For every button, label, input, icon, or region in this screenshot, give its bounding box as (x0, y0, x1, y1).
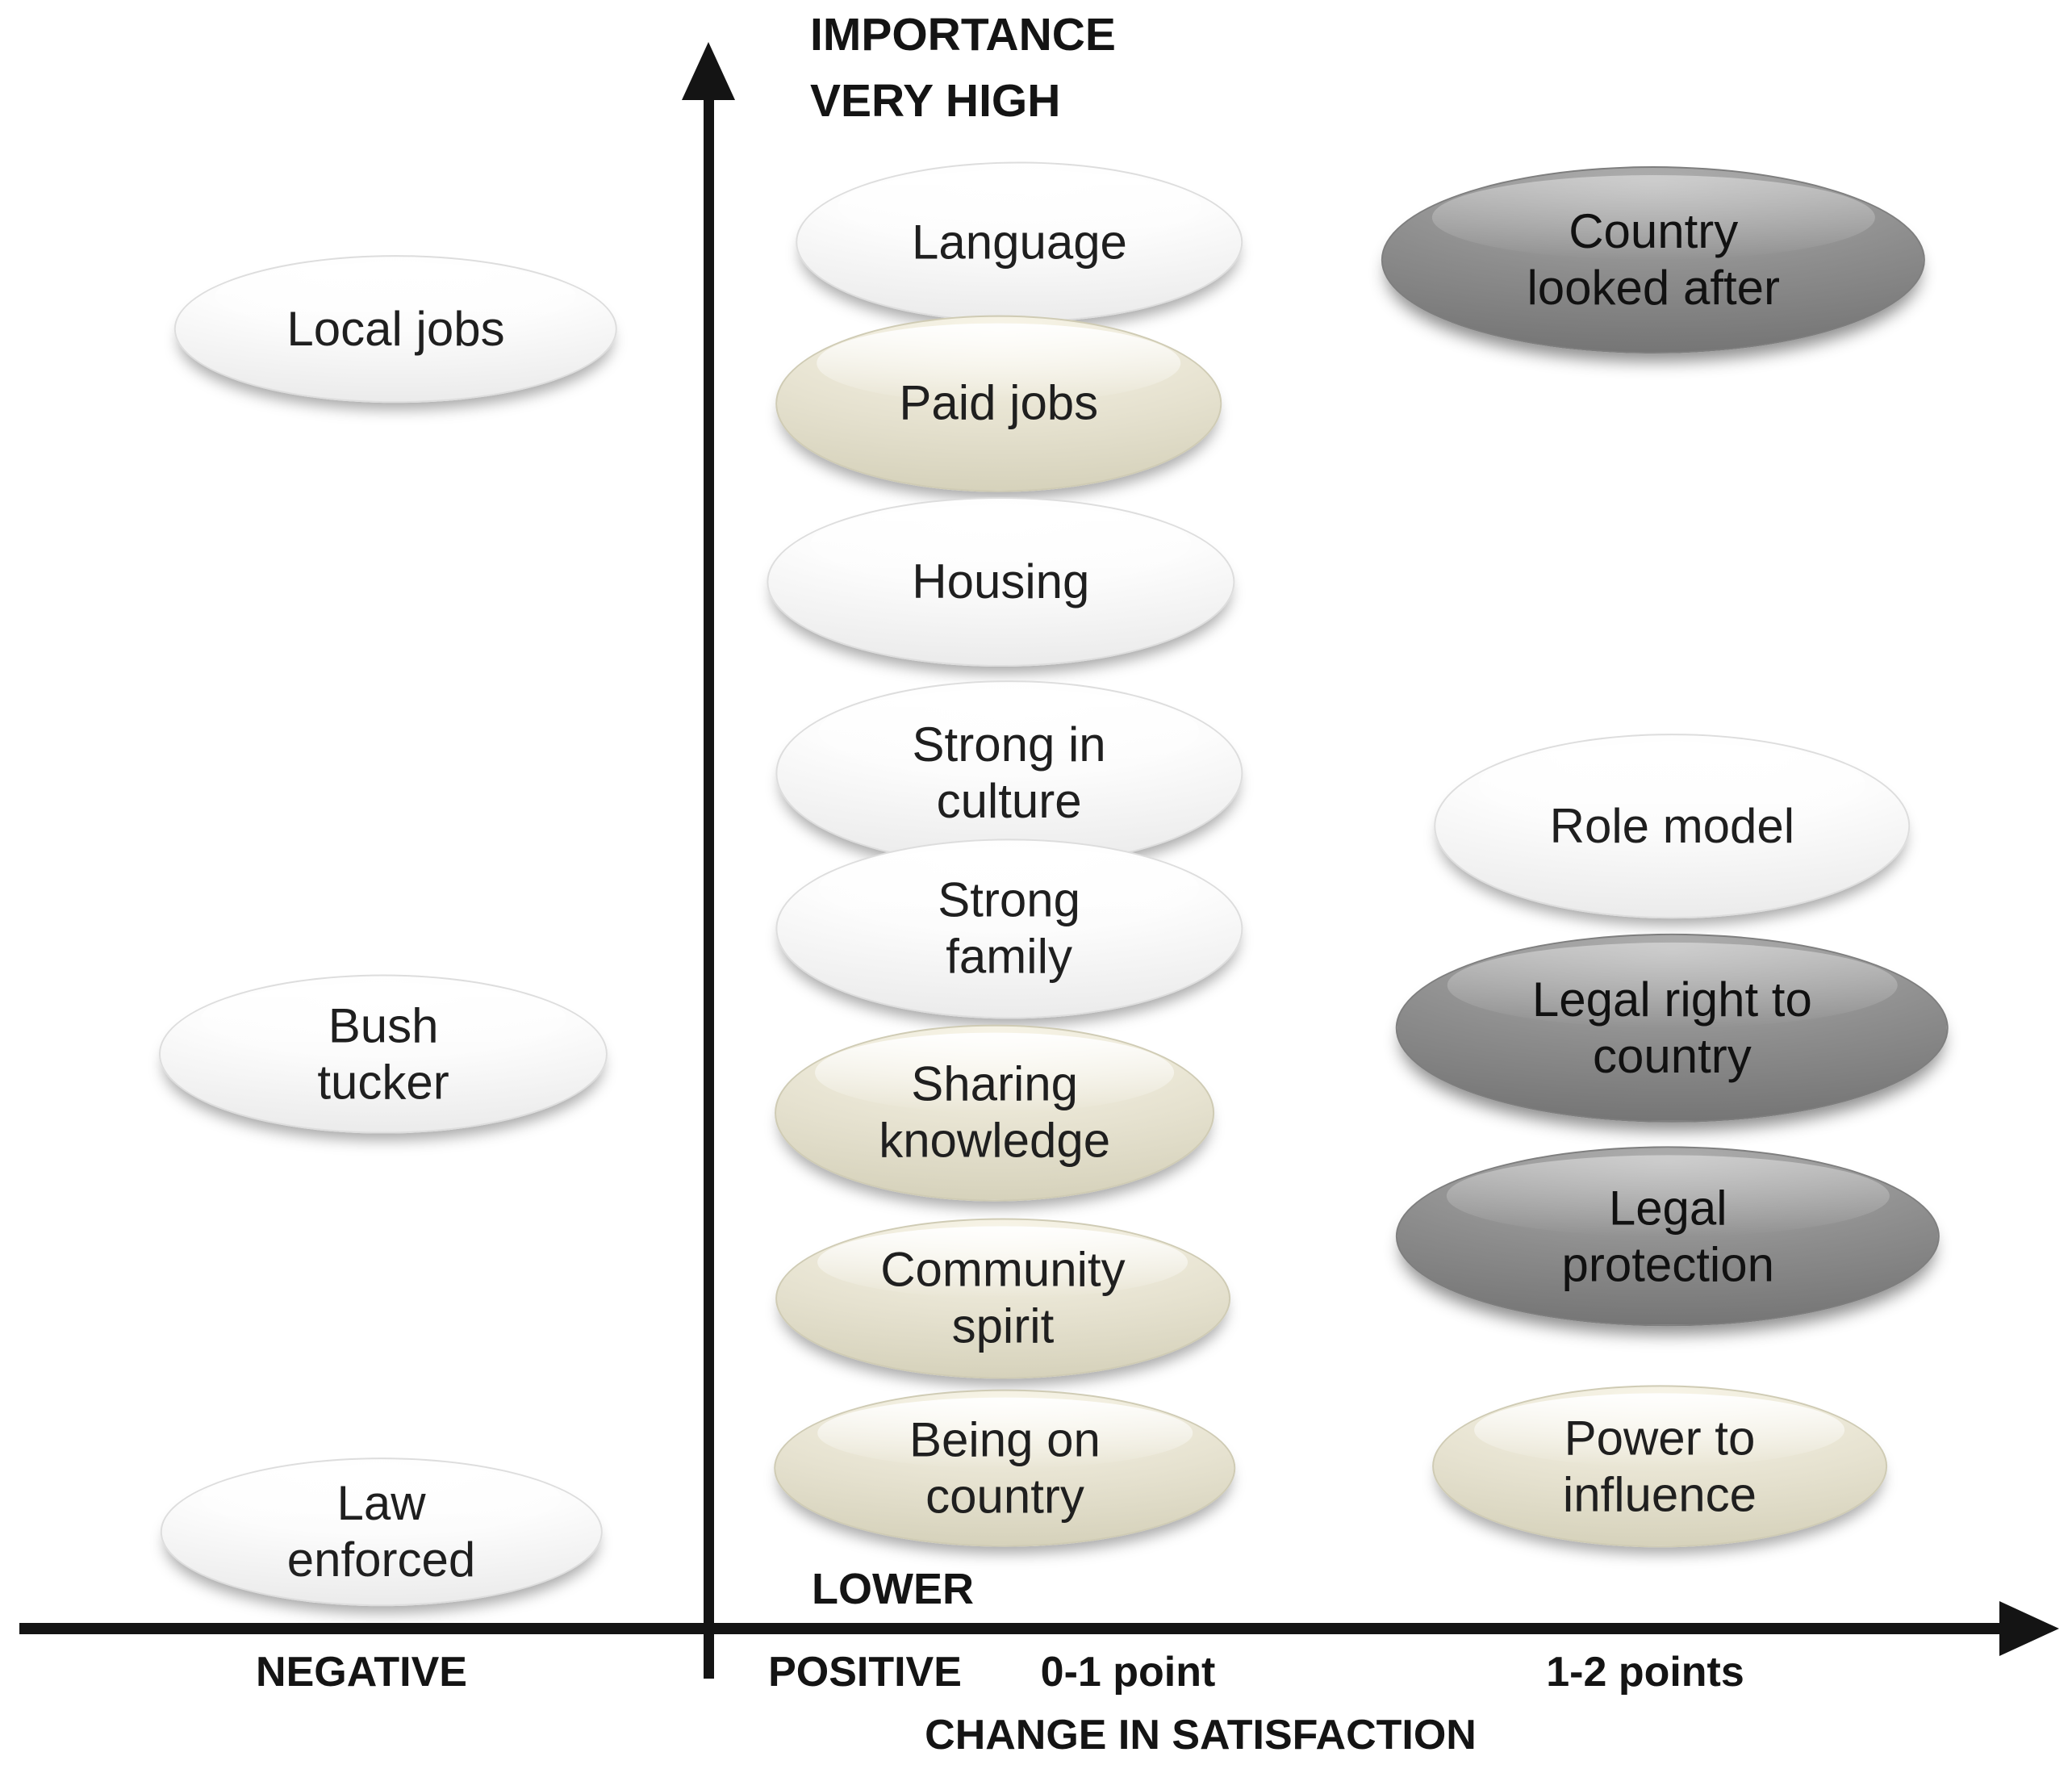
bubble-label: looked after (1527, 261, 1781, 316)
x-tick-positive: POSITIVE (768, 1649, 962, 1696)
x-tick-negative: NEGATIVE (256, 1649, 467, 1696)
bubble-label: Housing (912, 554, 1090, 609)
bubble-label: country (925, 1469, 1084, 1524)
bubble-label: Language (911, 215, 1127, 270)
bubble-label: Country (1569, 204, 1739, 259)
y-axis-title-line2: VERY HIGH (810, 75, 1061, 127)
bubble-label: Power to (1564, 1411, 1756, 1466)
bubble-label: spirit (951, 1299, 1055, 1353)
bubble-housing: Housing (767, 497, 1234, 667)
bubble-language: Language (796, 161, 1243, 323)
x-tick-1-2-points: 1-2 points (1546, 1649, 1744, 1696)
y-axis-title: IMPORTANCE VERY HIGH (810, 2, 1116, 134)
bubble-label: Law (336, 1476, 426, 1531)
bubble-label: protection (1561, 1237, 1774, 1292)
bubble-label: Strong (938, 872, 1080, 927)
y-axis-line (704, 95, 714, 1679)
bubble-label: culture (936, 773, 1082, 828)
bubble-label: Local jobs (286, 301, 505, 356)
bubble-label: family (946, 929, 1072, 984)
bubble-label: Legal right to (1531, 972, 1812, 1027)
bubble-label: Strong in (912, 717, 1106, 772)
bubble-label: Role model (1549, 798, 1795, 853)
x-tick-0-1-point: 0-1 point (1040, 1649, 1216, 1696)
bubble-label: Being on (909, 1412, 1101, 1467)
bubble-role-model: Role model (1434, 733, 1911, 919)
bubble-label: enforced (286, 1533, 476, 1587)
bubble-local-jobs: Local jobs (174, 254, 617, 404)
y-axis-arrow-icon (682, 42, 735, 100)
bubble-label: country (1592, 1028, 1752, 1083)
y-axis-lower-label: LOWER (812, 1565, 974, 1613)
bubble-label: Legal (1608, 1181, 1727, 1236)
x-axis-line (19, 1623, 2001, 1634)
bubble-label: Sharing (911, 1056, 1079, 1111)
x-axis-arrow-icon (1999, 1601, 2059, 1656)
bubble-label: tucker (317, 1055, 449, 1110)
bubble-label: Bush (328, 998, 439, 1053)
bubble-label: influence (1562, 1467, 1757, 1522)
bubble-label: knowledge (879, 1113, 1111, 1168)
y-axis-title-line1: IMPORTANCE (810, 9, 1116, 61)
bubble-label: Paid jobs (899, 375, 1099, 430)
bubble-label: Community (880, 1242, 1126, 1297)
bubble-paid-jobs: Paid jobs (775, 315, 1222, 492)
x-axis-title: CHANGE IN SATISFACTION (925, 1712, 1477, 1759)
